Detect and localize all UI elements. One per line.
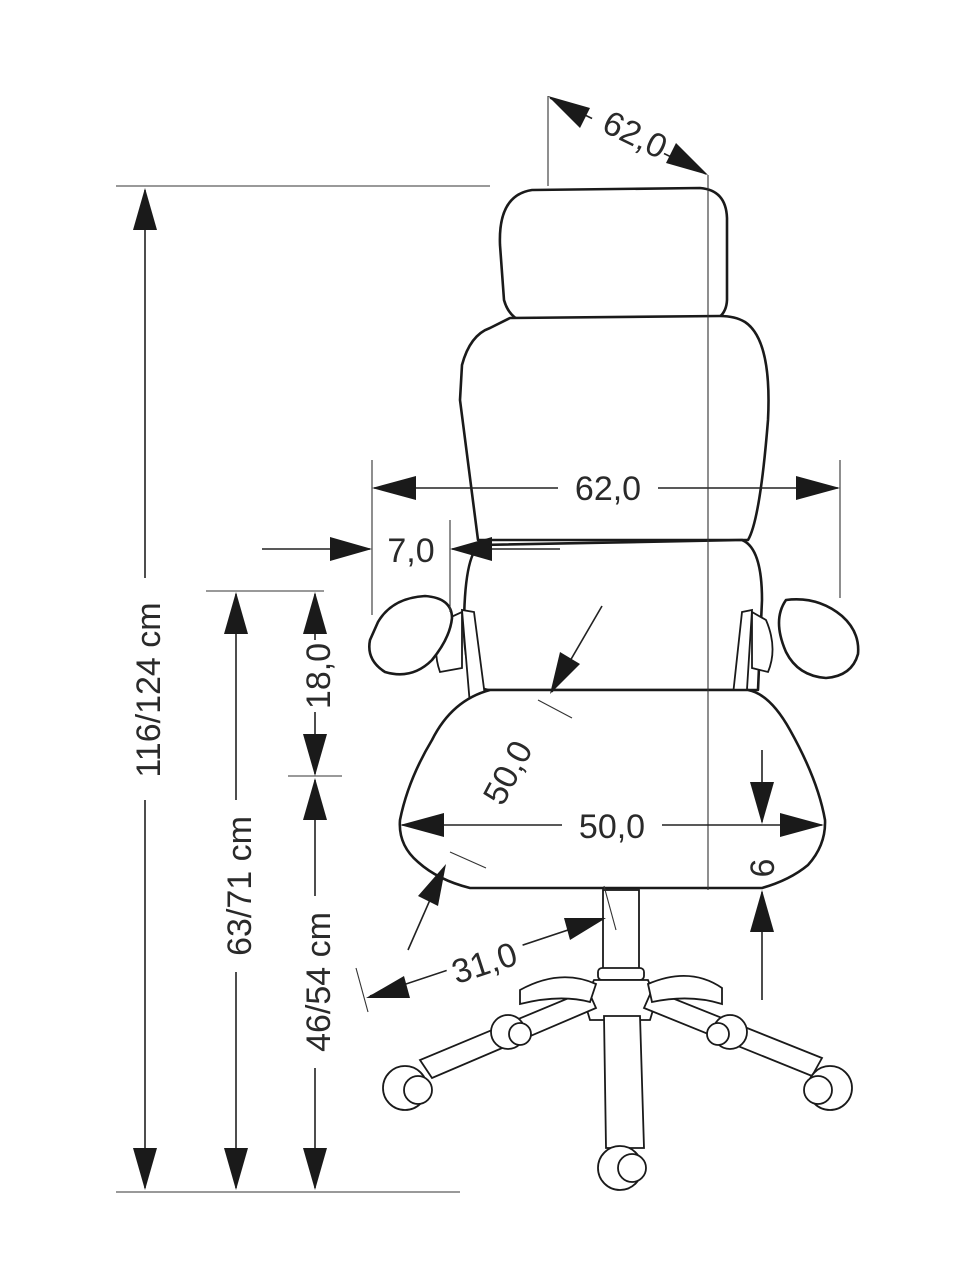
dim-total-width: 62,0	[371, 460, 841, 615]
headrest	[498, 186, 729, 327]
gas-lift-ring	[597, 967, 645, 981]
caster-right-back	[706, 1014, 748, 1050]
label-seat-width: 50,0	[579, 808, 645, 846]
backrest-upper	[458, 314, 770, 542]
dim-total-height: 116/124 cm	[116, 185, 490, 1193]
caster-left-front	[382, 1065, 433, 1111]
label-base-radius: 31,0	[447, 935, 522, 992]
label-total-width: 62,0	[575, 470, 641, 508]
base-leg-front	[603, 1015, 645, 1149]
caster-left-back	[490, 1014, 532, 1050]
dim-seat-height: 46/54 cm	[297, 778, 338, 1190]
dim-seat-thickness: 6	[744, 750, 782, 1000]
label-armrest-height: 63/71 cm	[221, 816, 259, 956]
armrest-left-pad	[368, 594, 454, 676]
chair-drawing	[368, 186, 860, 1191]
dim-armrest-offset: 7,0	[262, 520, 560, 612]
dim-armrest-height: 63/71 cm	[206, 590, 324, 1190]
label-total-height: 116/124 cm	[130, 602, 168, 777]
dim-backrest-low: 18,0	[288, 592, 342, 777]
base-leg-left-back	[519, 976, 598, 1006]
label-seat-thickness: 6	[744, 859, 782, 878]
dim-seat-width: 50,0	[400, 805, 824, 846]
label-seat-height: 46/54 cm	[300, 912, 338, 1052]
label-backrest-low: 18,0	[300, 643, 338, 709]
backrest-lower	[462, 538, 764, 692]
base-leg-right-back	[646, 975, 723, 1006]
caster-front	[597, 1145, 647, 1191]
armrest-right-bracket	[751, 610, 774, 674]
seat	[398, 688, 827, 890]
label-armrest-offset: 7,0	[387, 532, 434, 570]
armrest-right-pad	[777, 598, 860, 680]
caster-right-front	[803, 1065, 853, 1111]
